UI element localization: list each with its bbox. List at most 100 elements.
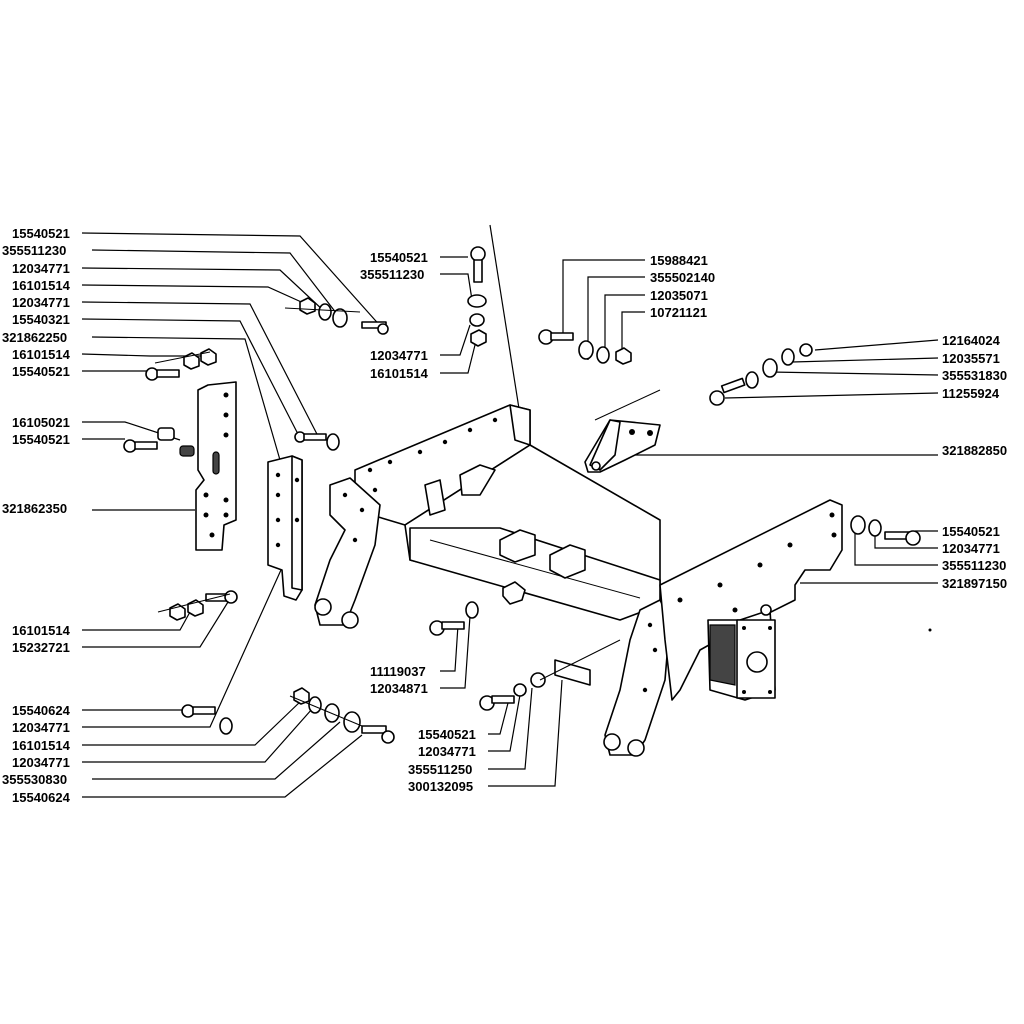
callout-label: 12034771 <box>12 755 70 770</box>
left-bracket-plate <box>195 381 237 551</box>
lock-washer-icon <box>596 346 610 364</box>
washer-icon <box>850 515 866 535</box>
callout-label: 12034871 <box>370 681 428 696</box>
bolt-icon <box>145 367 180 381</box>
bolt-icon <box>181 704 216 718</box>
leader-lines <box>81 224 939 798</box>
callout-label: 12034771 <box>370 348 428 363</box>
callout-label: 15988421 <box>650 253 708 268</box>
callout-label: 12034771 <box>12 720 70 735</box>
callout-label: 12034771 <box>942 541 1000 556</box>
washer-icon <box>745 371 759 389</box>
callout-label: 15540521 <box>12 226 70 241</box>
nut-icon <box>799 343 813 357</box>
bolt-icon <box>479 695 515 711</box>
hitch-hole-icon <box>746 651 768 673</box>
callout-label: 15540624 <box>12 703 71 718</box>
bolt-icon <box>361 321 389 335</box>
callout-label: 355511230 <box>942 558 1006 573</box>
right-hardware <box>538 329 932 632</box>
clamp-icon <box>502 581 526 605</box>
left-hardware <box>123 297 395 744</box>
center-hardware <box>429 246 621 711</box>
nut-icon <box>293 687 310 705</box>
washer-icon <box>332 308 348 328</box>
callout-label: 12164024 <box>942 333 1001 348</box>
nut-icon <box>615 347 632 365</box>
callout-label: 16105021 <box>12 415 70 430</box>
callout-label: 16101514 <box>12 347 71 362</box>
main-frame <box>314 404 843 757</box>
right-mounting-plate <box>659 499 843 701</box>
lock-washer-icon <box>465 601 479 619</box>
washer-icon <box>762 358 778 378</box>
callout-label: 15540321 <box>12 312 70 327</box>
lock-washer-icon <box>219 717 233 735</box>
callout-label: 355530830 <box>2 772 67 787</box>
bolt-icon <box>429 620 465 636</box>
center-callouts: 15540521 355511230 12034771 16101514 111… <box>360 250 476 794</box>
callout-label: 321862350 <box>2 501 67 516</box>
callout-label: 355511230 <box>360 267 424 282</box>
callout-label: 300132095 <box>408 779 473 794</box>
left-callouts: 15540521 355511230 12034771 16101514 120… <box>2 226 71 805</box>
callout-label: 12035571 <box>942 351 1000 366</box>
right-callouts: 15988421 355502140 12035071 10721121 121… <box>650 253 1007 591</box>
washer-icon <box>578 340 594 360</box>
callout-label: 15540521 <box>370 250 428 265</box>
lock-washer-icon <box>308 696 322 714</box>
callout-label: 15540521 <box>12 364 70 379</box>
callout-label: 12034771 <box>12 295 70 310</box>
nut-icon <box>200 348 217 366</box>
callout-label: 355511250 <box>408 762 472 777</box>
callout-label: 321897150 <box>942 576 1007 591</box>
callout-label: 16101514 <box>12 738 71 753</box>
callout-label: 355531830 <box>942 368 1007 383</box>
washer-icon <box>530 672 546 688</box>
bolt-icon <box>538 329 574 345</box>
callout-label: 11255924 <box>942 386 1000 401</box>
callout-label: 355502140 <box>650 270 715 285</box>
lock-washer-icon <box>469 313 485 327</box>
pivot-pin-icon <box>314 598 332 616</box>
washer-icon <box>467 294 487 308</box>
lock-washer-icon <box>868 519 882 537</box>
callout-label: 16101514 <box>12 278 71 293</box>
callout-label: 15232721 <box>12 640 70 655</box>
washer-icon <box>326 433 340 451</box>
nut-icon <box>513 683 527 697</box>
lock-washer-icon <box>781 348 795 366</box>
callout-label: 11119037 <box>370 664 426 679</box>
callout-label: 12034771 <box>418 744 476 759</box>
bolt-icon <box>294 431 327 443</box>
callout-label: 12034771 <box>12 261 70 276</box>
spacer-icon <box>157 427 175 441</box>
bolt-icon <box>884 530 921 546</box>
pivot-pin-icon <box>341 611 359 629</box>
bolt-icon <box>205 590 238 604</box>
bolt-icon <box>470 246 486 283</box>
nut-icon <box>169 603 186 621</box>
spacer-plate <box>554 659 591 686</box>
nut-icon <box>183 352 200 370</box>
callout-label: 10721121 <box>650 305 707 320</box>
callout-label: 15540521 <box>12 432 70 447</box>
left-spacer-bracket <box>267 455 303 601</box>
bolt-icon <box>361 725 395 744</box>
callout-label: 355511230 <box>2 243 66 258</box>
callout-label: 321862250 <box>2 330 67 345</box>
callout-label: 16101514 <box>12 623 71 638</box>
callout-label: 321882850 <box>942 443 1007 458</box>
bolt-icon <box>123 439 158 453</box>
callout-label: 15540521 <box>942 524 1000 539</box>
callout-label: 16101514 <box>370 366 429 381</box>
pivot-pin-icon <box>627 739 645 757</box>
callout-label: 12035071 <box>650 288 708 303</box>
callout-label: 15540521 <box>418 727 476 742</box>
right-triangle-bracket <box>584 389 661 473</box>
pivot-pin-icon <box>603 733 621 751</box>
bolt-icon <box>709 377 746 406</box>
nut-icon <box>299 297 316 315</box>
